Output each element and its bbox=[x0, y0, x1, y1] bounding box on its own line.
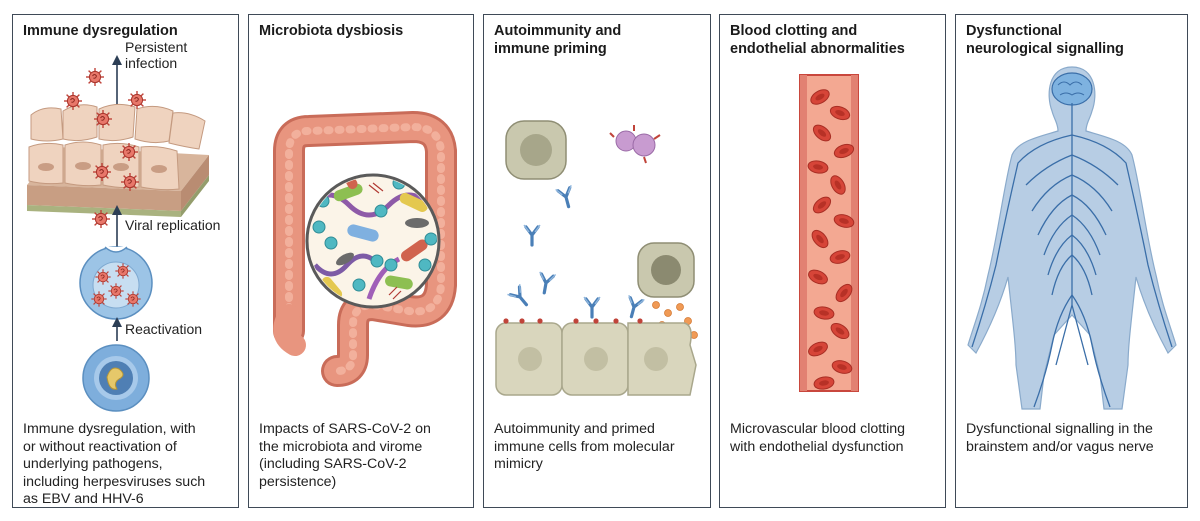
primed-immune-cell-icon bbox=[637, 242, 695, 298]
panel-caption: Immune dysregulation, with or without re… bbox=[23, 421, 206, 507]
panel-title: Blood clotting and endothelial abnormali… bbox=[730, 23, 905, 57]
blood-vessel-illustration bbox=[799, 74, 859, 392]
label-viral-replication: Viral replication bbox=[125, 217, 221, 233]
panel-immune-dysregulation: Immune dysregulation Persistent infectio… bbox=[12, 14, 239, 508]
colon-illustration bbox=[273, 111, 457, 387]
endothelial-cells bbox=[495, 318, 697, 396]
panel-title: Dysfunctional neurological signalling bbox=[966, 23, 1124, 57]
brain-icon bbox=[1051, 72, 1093, 106]
latent-cell-icon bbox=[82, 344, 150, 412]
label-reactivation: Reactivation bbox=[125, 321, 203, 337]
panel-caption: Dysfunctional signalling in the brainste… bbox=[966, 421, 1154, 455]
panel-neurological: Dysfunctional neurological signalling Dy… bbox=[955, 14, 1188, 508]
panel-title: Microbiota dysbiosis bbox=[259, 23, 404, 39]
pathogen-icon bbox=[609, 125, 661, 164]
autoimmunity-illustration bbox=[495, 120, 698, 396]
microbiota-illustration bbox=[273, 111, 457, 387]
label-persistent-infection: Persistent infection bbox=[125, 39, 188, 71]
panel-autoimmunity: Autoimmunity and immune priming Autoimmu… bbox=[483, 14, 711, 508]
infected-cell-icon bbox=[79, 246, 153, 320]
panel-microbiota-dysbiosis: Microbiota dysbiosis Impacts of SARS-CoV… bbox=[248, 14, 474, 508]
panel-title: Autoimmunity and immune priming bbox=[494, 23, 622, 57]
panel-caption: Impacts of SARS-CoV-2 on the microbiota … bbox=[259, 421, 431, 490]
panel-blood-clotting: Blood clotting and endothelial abnormali… bbox=[719, 14, 946, 508]
immune-dysregulation-illustration bbox=[27, 55, 209, 412]
panel-caption: Autoimmunity and primed immune cells fro… bbox=[494, 421, 675, 472]
epithelium-illustration bbox=[27, 103, 209, 217]
human-nervous-system-illustration bbox=[967, 66, 1177, 410]
nerve-network bbox=[971, 103, 1173, 408]
immune-cell-icon bbox=[505, 120, 567, 180]
panel-caption: Microvascular blood clotting with endoth… bbox=[730, 421, 906, 455]
panel-title: Immune dysregulation bbox=[23, 23, 178, 39]
microbiota-magnifier bbox=[305, 173, 441, 309]
